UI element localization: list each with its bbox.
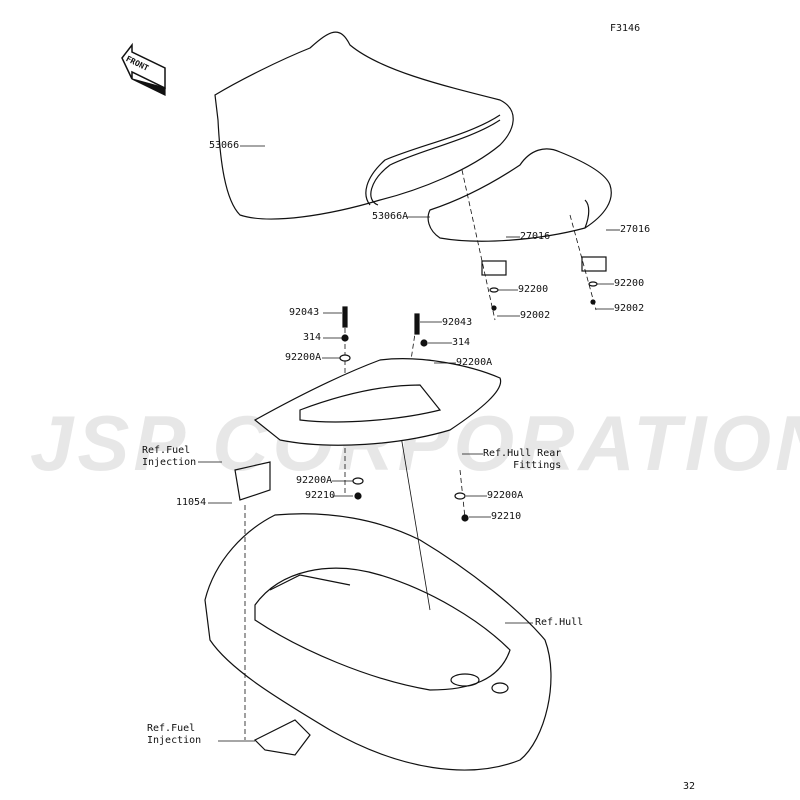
ref-line-1: Ref.Hull Rear	[483, 448, 562, 459]
diagram-code: F3146	[610, 23, 641, 34]
part-92200-left[interactable]: 92200	[518, 284, 549, 295]
part-92043-left[interactable]: 92043	[289, 307, 320, 318]
lower-bracket	[253, 719, 311, 756]
part-53066[interactable]: 53066	[209, 140, 240, 151]
part-53066a[interactable]: 53066A	[372, 211, 409, 222]
ref-fuel-injection-top[interactable]: Ref.Fuel Injection	[142, 445, 196, 469]
part-27016-left[interactable]: 27016	[520, 231, 551, 242]
bracket	[234, 461, 271, 501]
part-92002-right[interactable]: 92002	[614, 303, 645, 314]
part-92002-left[interactable]: 92002	[520, 310, 551, 321]
part-314-left[interactable]: 314	[303, 332, 322, 343]
ref-fuel-injection-bottom[interactable]: Ref.Fuel Injection	[147, 723, 201, 747]
part-92200a-lower-right[interactable]: 92200A	[487, 490, 524, 501]
part-11054[interactable]: 11054	[176, 497, 207, 508]
part-92200-right[interactable]: 92200	[614, 278, 645, 289]
ref-line-2: Injection	[147, 735, 202, 746]
hull	[204, 513, 552, 771]
ref-line-1: Ref.Fuel	[147, 723, 196, 734]
part-92200a-right[interactable]: 92200A	[456, 357, 493, 368]
front-seat	[214, 31, 514, 220]
ref-line-2: Injection	[142, 457, 197, 468]
part-92200a-left[interactable]: 92200A	[285, 352, 322, 363]
rear-fitting-frame	[253, 358, 502, 446]
front-arrow-icon	[121, 42, 166, 96]
part-27016-right[interactable]: 27016	[620, 224, 651, 235]
page-number: 32	[683, 781, 696, 792]
ref-hull[interactable]: Ref.Hull	[535, 617, 584, 628]
ref-line-1: Ref.Fuel	[142, 445, 191, 456]
rear-seat	[427, 148, 612, 242]
ref-hull-rear-fittings[interactable]: Ref.Hull Rear Fittings	[483, 448, 561, 472]
ref-line-2: Fittings	[513, 460, 562, 471]
part-92210-right[interactable]: 92210	[491, 511, 522, 522]
part-92043-right[interactable]: 92043	[442, 317, 473, 328]
part-92210-left[interactable]: 92210	[305, 490, 336, 501]
part-314-right[interactable]: 314	[452, 337, 471, 348]
part-92200a-lower-left[interactable]: 92200A	[296, 475, 333, 486]
